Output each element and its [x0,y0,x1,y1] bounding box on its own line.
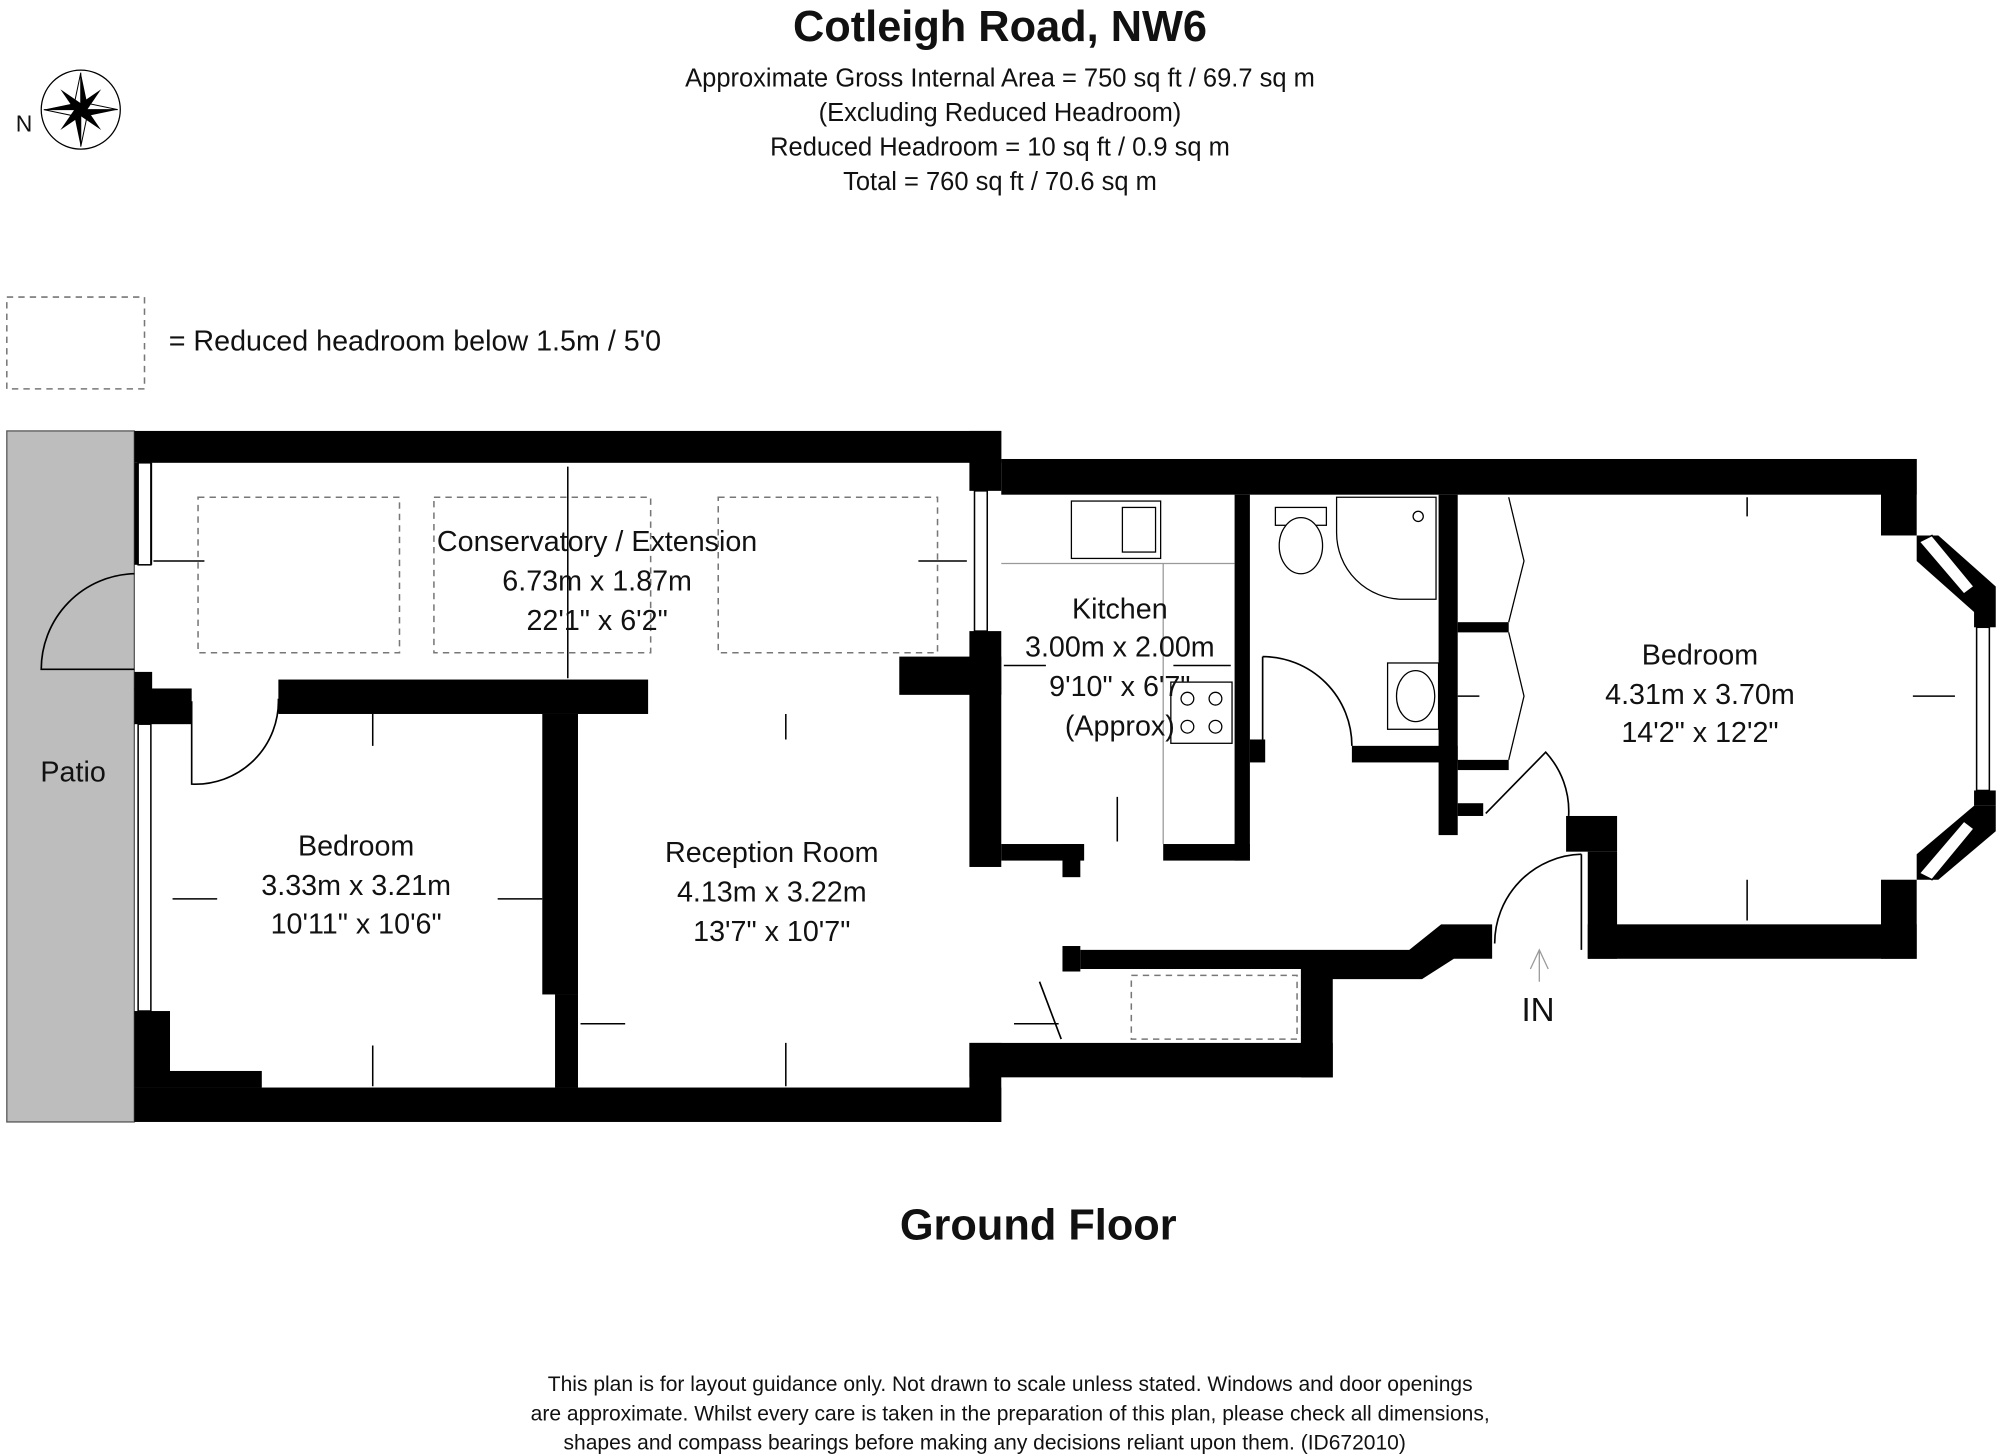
shower-icon [1335,496,1437,600]
room-name: Kitchen [1072,593,1168,625]
room-bedroom-right: Bedroom 4.31m x 3.70m 14'2" x 12'2" [1605,639,1795,749]
room-metric: 3.00m x 2.00m [1025,632,1215,664]
toilet-icon [1274,506,1328,575]
patio-label: Patio [40,757,105,789]
room-metric: 4.13m x 3.22m [677,876,867,908]
reduced-headroom-zone [717,496,939,654]
header-line: (Excluding Reduced Headroom) [819,99,1182,127]
reduced-headroom-zone [433,496,652,654]
floor-label: Ground Floor [900,1201,1177,1249]
legend-text: = Reduced headroom below 1.5m / 5'0 [169,326,661,358]
room-bedroom-left: Bedroom 3.33m x 3.21m 10'11" x 10'6" [261,830,451,940]
header-line: Approximate Gross Internal Area = 750 sq… [685,65,1315,93]
disclaimer-line: This plan is for layout guidance only. N… [548,1373,1473,1396]
room-imperial: 14'2" x 12'2" [1621,717,1778,749]
patio-area [6,430,135,1123]
room-note: (Approx) [1065,711,1175,743]
header-line: Total = 760 sq ft / 70.6 sq m [843,168,1157,196]
room-conservatory: Conservatory / Extension 6.73m x 1.87m 2… [437,526,757,637]
kitchen-worktop [1001,562,1235,845]
basin-icon [1386,662,1440,730]
room-metric: 3.33m x 3.21m [261,870,451,902]
dimension-arrows [153,466,1955,1087]
doors [40,572,1583,1040]
room-imperial: 10'11" x 10'6" [271,908,442,940]
entrance-label: IN [1521,992,1554,1029]
hob-icon [1170,681,1233,744]
disclaimer-line: are approximate. Whilst every care is ta… [531,1402,1490,1425]
kitchen-sink-icon [1070,500,1162,560]
room-kitchen: Kitchen 3.00m x 2.00m 9'10" x 6'7" (Appr… [1025,593,1215,742]
room-metric: 6.73m x 1.87m [502,565,692,597]
room-name: Bedroom [1642,639,1758,671]
room-name: Bedroom [298,830,414,862]
wardrobe-doors [1508,497,1525,761]
entrance-arrow-icon [1529,948,1549,982]
plan-title: Cotleigh Road, NW6 [793,3,1207,51]
compass-north-label: N [16,110,33,136]
walls [134,430,1996,1122]
legend-swatch [6,296,146,390]
windows [137,462,1991,1012]
room-imperial: 22'1" x 6'2" [526,605,667,637]
reduced-headroom-zone [1130,974,1298,1040]
room-name: Reception Room [665,837,879,869]
compass-icon [40,69,121,150]
reduced-headroom-zone [197,496,401,654]
room-reception: Reception Room 4.13m x 3.22m 13'7" x 10'… [665,837,879,948]
room-imperial: 9'10" x 6'7" [1049,671,1190,703]
disclaimer-line: shapes and compass bearings before makin… [564,1432,1406,1455]
room-metric: 4.31m x 3.70m [1605,679,1795,711]
room-imperial: 13'7" x 10'7" [693,916,850,948]
header-line: Reduced Headroom = 10 sq ft / 0.9 sq m [770,134,1230,162]
room-name: Conservatory / Extension [437,526,757,558]
